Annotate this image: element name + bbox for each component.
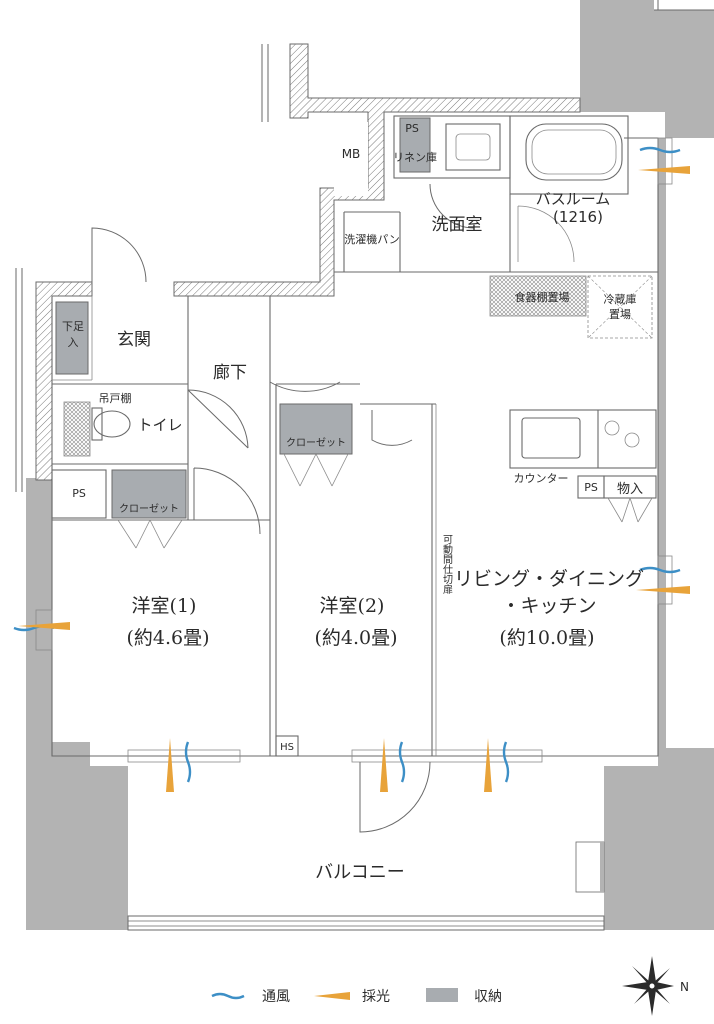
ps-kitchen-label: PS [584, 481, 598, 494]
room-outlines [35, 115, 673, 763]
toilet-label: トイレ [137, 416, 182, 434]
shoe-label-2: 入 [68, 336, 79, 349]
room1-size: (約4.6畳) [126, 627, 209, 649]
laundry-pan-label: 洗濯機パン [344, 232, 400, 246]
linen-label: リネン庫 [393, 150, 437, 164]
washroom-label: 洗面室 [432, 215, 483, 235]
hatched-walls [15, 43, 581, 492]
light-ray-icon [18, 166, 690, 792]
room2-size: (約4.0畳) [314, 627, 397, 649]
ps-left-label: PS [72, 487, 86, 500]
compass-rose-icon: N [622, 956, 689, 1016]
compass-north-label: N [680, 980, 689, 994]
room2-name: 洋室(2) [320, 595, 385, 617]
ldk-name-1: リビング・ダイニング [454, 568, 644, 590]
storage-label: 物入 [617, 482, 643, 497]
ventilation-symbols [13, 146, 690, 792]
bathroom-label: バスルーム [536, 190, 611, 208]
doors [91, 183, 653, 833]
entrance-label: 玄関 [117, 330, 151, 350]
counter-label: カウンター [514, 472, 569, 485]
legend-ventilation-label: 通風 [262, 989, 290, 1005]
closet-2-label: クローゼット [286, 437, 346, 449]
hanging-shelf-label: 吊戸棚 [99, 391, 132, 405]
storage-areas [55, 117, 431, 519]
room-labels: MB PS リネン庫 洗面室 洗濯機パン バスルーム (1216) 食器棚置場 … [62, 122, 644, 883]
fridge-label-1: 冷蔵庫 [604, 292, 637, 306]
corridor-label: 廊下 [213, 363, 247, 383]
wave-arrow-icon [13, 146, 681, 783]
hs-label: HS [280, 742, 294, 753]
legend-storage-label: 収納 [474, 989, 502, 1005]
ldk-size: (約10.0畳) [499, 627, 594, 649]
legend-ventilation-icon [211, 992, 245, 1000]
partition-label: 可動間仕切扉 [441, 534, 453, 595]
room1-name: 洋室(1) [132, 595, 197, 617]
ldk-name-2: ・キッチン [501, 595, 596, 617]
legend-storage-icon [426, 988, 458, 1002]
closet-1-label: クローゼット [119, 503, 179, 515]
shoe-label-1: 下足 [62, 320, 84, 333]
legend-daylight-icon [314, 992, 350, 1000]
balcony-label: バルコニー [315, 862, 405, 883]
dish-shelf-label: 食器棚置場 [515, 290, 570, 304]
fridge-label-2: 置場 [609, 308, 631, 321]
legend: 通風 採光 収納 [211, 988, 502, 1005]
mb-label: MB [342, 147, 361, 161]
bathroom-size-label: (1216) [553, 208, 603, 226]
legend-daylight-label: 採光 [362, 989, 390, 1005]
ps-top-label: PS [405, 122, 419, 135]
